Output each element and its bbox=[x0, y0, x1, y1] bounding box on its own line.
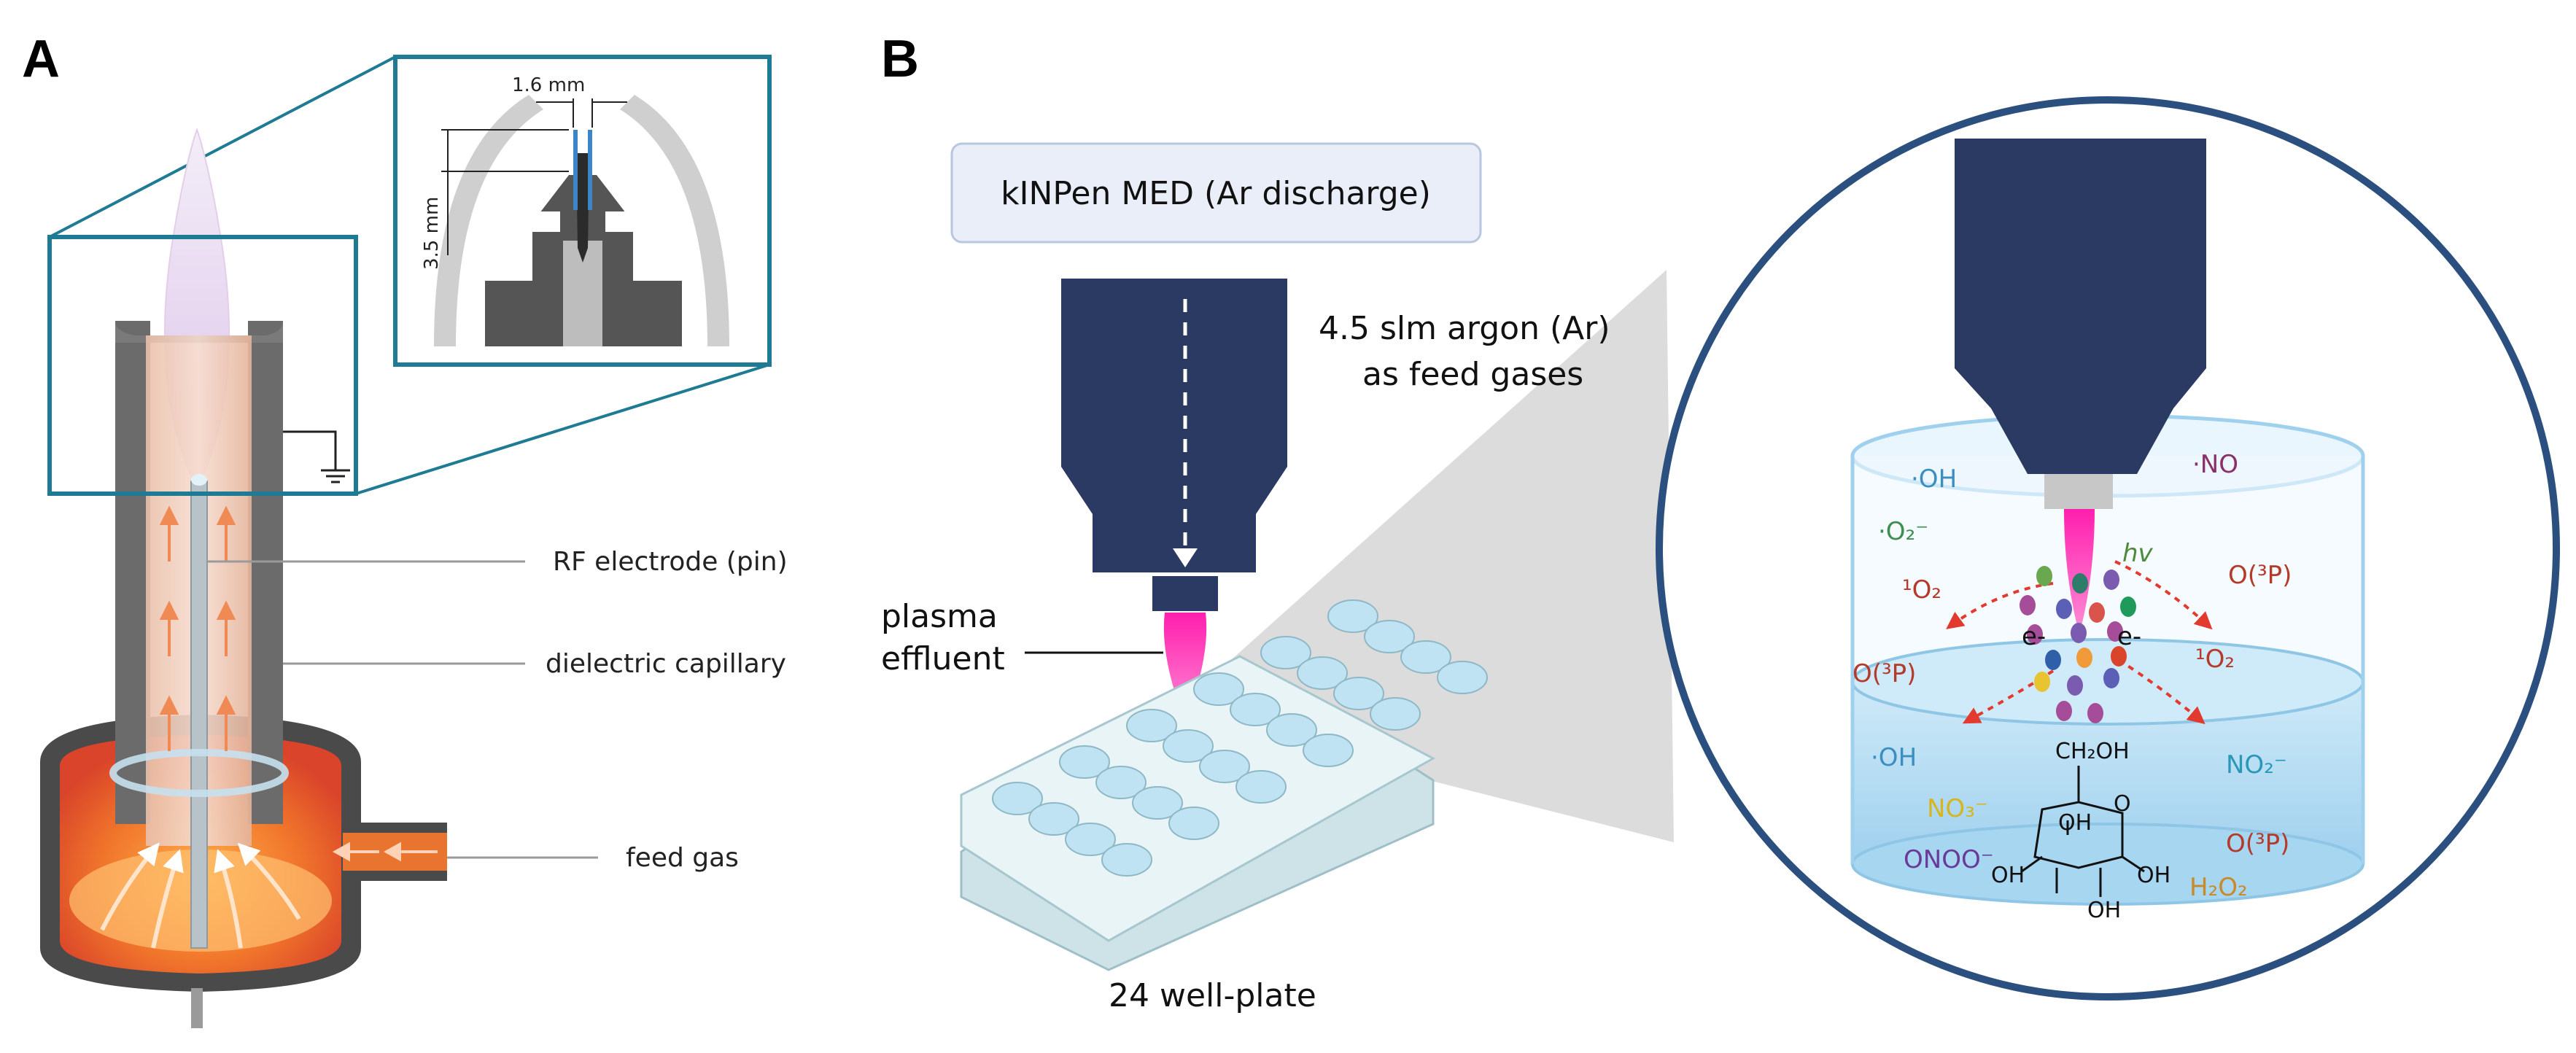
species-singlet-o2-left: ¹O₂ bbox=[1902, 575, 1941, 605]
plate-label: 24 well-plate bbox=[1109, 977, 1316, 1014]
ground-icon bbox=[283, 430, 350, 483]
particle bbox=[2067, 675, 2083, 696]
species-electron-right: e- bbox=[2117, 622, 2141, 651]
feed-gas-line-2: as feed gases bbox=[1362, 356, 1583, 393]
particle bbox=[2087, 703, 2103, 723]
kinpen-device bbox=[1061, 279, 1287, 611]
well bbox=[1235, 770, 1287, 804]
species-singlet-o2-right: ¹O₂ bbox=[2195, 645, 2235, 674]
plasma-plume bbox=[1163, 613, 1207, 722]
species-onoo-liquid: ONOO⁻ bbox=[1904, 845, 1994, 874]
particle bbox=[2056, 599, 2072, 619]
well bbox=[1266, 713, 1317, 747]
particle bbox=[2120, 597, 2136, 617]
nozzle-inset: 1.6 mm 3.5 mm bbox=[393, 55, 772, 367]
glucose-oh-4: OH bbox=[2087, 898, 2121, 923]
well bbox=[1193, 672, 1244, 706]
chamber-swirl-arrows bbox=[100, 842, 301, 949]
label-rf-electrode: RF electrode (pin) bbox=[553, 547, 788, 577]
well bbox=[1230, 693, 1281, 726]
well bbox=[1437, 661, 1488, 694]
glucose-oh-2: OH bbox=[1991, 863, 2025, 888]
particle bbox=[2072, 573, 2088, 594]
well bbox=[1327, 599, 1378, 633]
dielectric-tube bbox=[109, 321, 289, 949]
device-title-box bbox=[950, 142, 1482, 244]
reactive-particles bbox=[2020, 566, 2136, 723]
well bbox=[1400, 640, 1451, 674]
particle bbox=[2107, 621, 2123, 642]
particle bbox=[2103, 668, 2119, 688]
well bbox=[1126, 709, 1177, 742]
particle bbox=[2103, 570, 2119, 590]
well bbox=[1059, 745, 1110, 779]
species-oh-top: ·OH bbox=[1911, 465, 1957, 494]
well bbox=[1065, 823, 1116, 856]
species-oh-liquid: ·OH bbox=[1871, 743, 1917, 772]
well bbox=[1260, 636, 1311, 669]
label-feed-gas: feed gas bbox=[626, 843, 739, 873]
species-o3p-top-right: O(³P) bbox=[2228, 561, 2292, 590]
particle bbox=[2036, 566, 2052, 586]
detail-box bbox=[47, 235, 358, 496]
particle bbox=[2027, 624, 2043, 645]
species-o3p-left: O(³P) bbox=[1853, 659, 1916, 688]
species-labels: ·OH ·NO ·O₂⁻ hv O(³P) ¹O₂ e- e- ¹O₂ O(³P… bbox=[1853, 450, 2292, 902]
particle bbox=[2076, 648, 2092, 668]
dimension-width-label: 1.6 mm bbox=[512, 74, 585, 96]
wells bbox=[992, 599, 1488, 877]
well bbox=[1163, 729, 1214, 763]
well bbox=[1333, 677, 1384, 710]
panel-b-letter: B bbox=[881, 30, 919, 88]
zoom-lines bbox=[49, 55, 770, 495]
species-h2o2-liquid: H₂O₂ bbox=[2189, 873, 2248, 902]
panel-a-letter: A bbox=[22, 30, 60, 88]
glucose-ring-o: O bbox=[2114, 791, 2131, 817]
well-plate bbox=[960, 599, 1488, 971]
glucose-oh-1: OH bbox=[2058, 810, 2092, 836]
plasma-effluent-line-2: effluent bbox=[881, 640, 1005, 677]
species-no2-liquid: NO₂⁻ bbox=[2226, 750, 2287, 780]
well bbox=[1132, 786, 1183, 820]
dimension-height-label: 3.5 mm bbox=[421, 197, 443, 270]
particle bbox=[2071, 623, 2087, 643]
well bbox=[992, 782, 1043, 815]
well bbox=[1101, 843, 1152, 877]
well bbox=[1297, 656, 1348, 690]
label-dielectric-capillary: dielectric capillary bbox=[546, 649, 786, 679]
glucose-oh-3: OH bbox=[2137, 863, 2170, 888]
species-o3p-liquid: O(³P) bbox=[2226, 829, 2289, 858]
plasma-effluent-line-1: plasma bbox=[881, 598, 998, 635]
particle bbox=[2056, 701, 2072, 721]
projection-cone bbox=[1211, 270, 1674, 842]
particle bbox=[2020, 595, 2036, 615]
well bbox=[1303, 734, 1354, 767]
well bbox=[1364, 620, 1415, 653]
species-no3-liquid: NO₃⁻ bbox=[1927, 794, 1988, 823]
feed-gas-line-1: 4.5 slm argon (Ar) bbox=[1319, 310, 1610, 347]
magnified-view bbox=[1656, 96, 2560, 1000]
well bbox=[1199, 750, 1250, 783]
well bbox=[1168, 807, 1219, 840]
inlet-arrows bbox=[332, 842, 438, 862]
species-electron-left: e- bbox=[2022, 622, 2046, 651]
species-hv: hv bbox=[2122, 539, 2154, 568]
particle bbox=[2034, 672, 2050, 692]
particle bbox=[2111, 646, 2127, 667]
well bbox=[1095, 766, 1147, 799]
species-superoxide: ·O₂⁻ bbox=[1878, 517, 1928, 546]
well bbox=[1370, 697, 1421, 731]
leader-lines-a bbox=[207, 560, 598, 859]
glucose-ch2oh: CH₂OH bbox=[2055, 739, 2130, 764]
well bbox=[1028, 802, 1079, 836]
device-title: kINPen MED (Ar discharge) bbox=[1001, 175, 1431, 212]
species-no-top: ·NO bbox=[2192, 450, 2238, 479]
particle bbox=[2045, 650, 2061, 670]
flow-arrows bbox=[159, 505, 236, 751]
particle bbox=[2089, 602, 2105, 623]
glucose-molecule: CH₂OH O OH OH OH OH bbox=[1991, 739, 2170, 923]
